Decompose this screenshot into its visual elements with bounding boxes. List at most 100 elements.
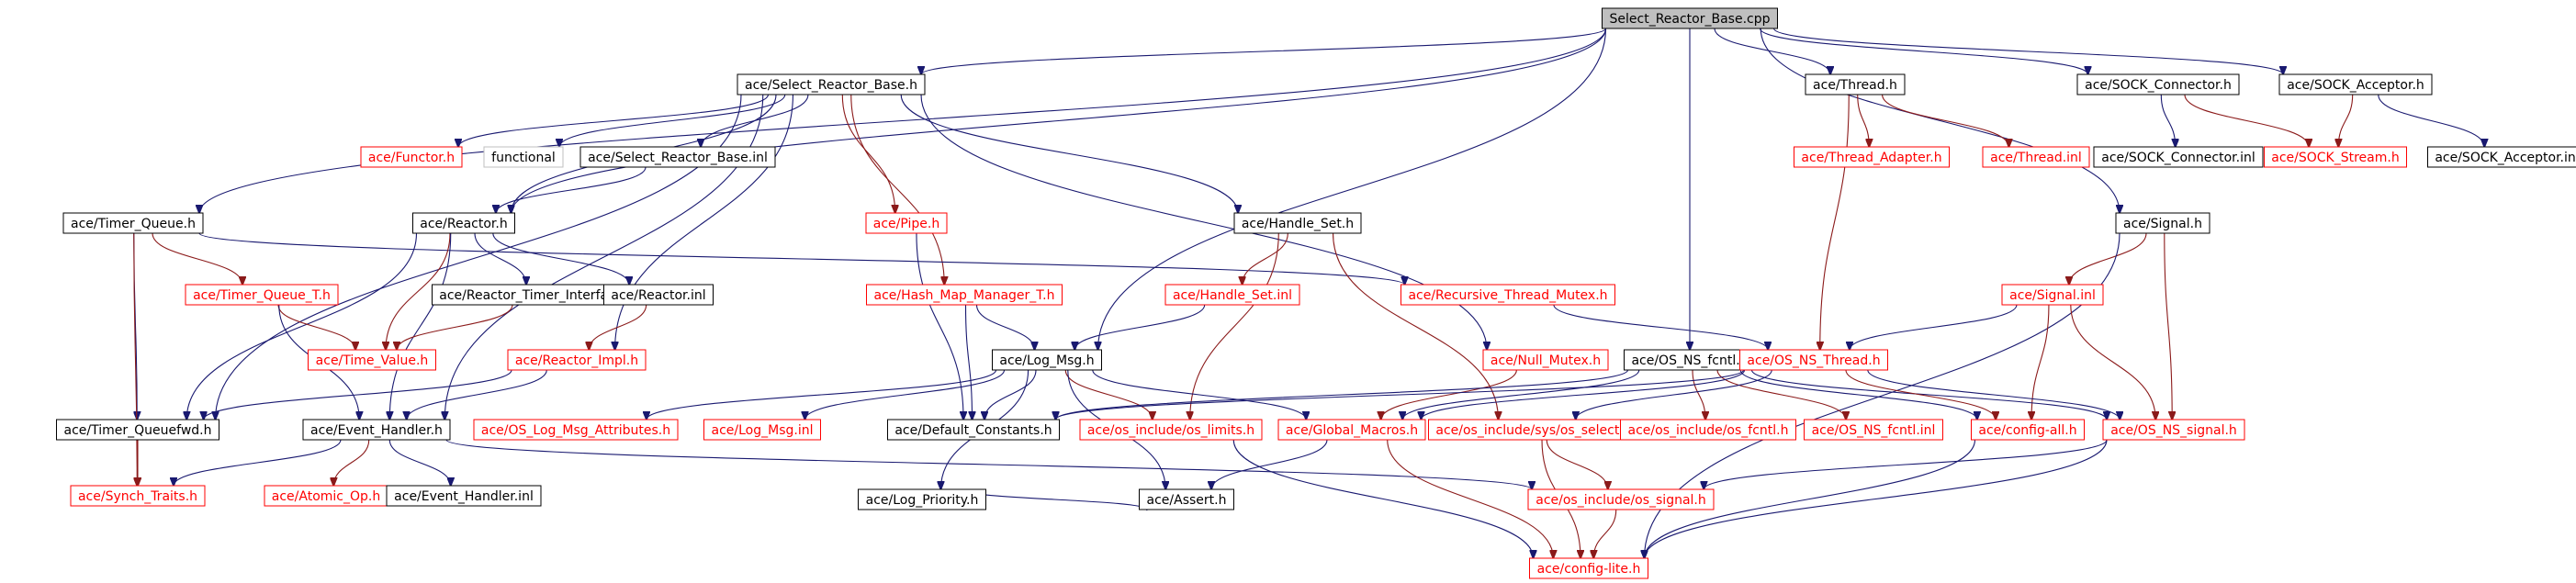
node-timer-queue-t-h[interactable]: ace/Timer_Queue_T.h <box>185 284 339 306</box>
node-label: ace/Default_Constants.h <box>894 423 1052 438</box>
node-root[interactable]: Select_Reactor_Base.cpp <box>1602 7 1778 29</box>
edge-os-ns-thread-h-to-os-select-h <box>1576 369 1772 420</box>
node-box <box>1971 419 2085 441</box>
node-label: ace/os_include/sys/os_select.h <box>1435 423 1631 438</box>
node-null-mutex-h[interactable]: ace/Null_Mutex.h <box>1482 349 1609 371</box>
node-box <box>483 146 564 168</box>
node-label: ace/os_include/os_signal.h <box>1535 493 1706 508</box>
node-box <box>473 419 679 441</box>
edge-event-handler-h-to-event-handler-inl <box>388 439 451 486</box>
node-label: ace/OS_NS_Thread.h <box>1747 353 1880 368</box>
node-event-handler-h[interactable]: ace/Event_Handler.h <box>302 419 451 441</box>
node-label: ace/OS_NS_fcntl.inl <box>1812 423 1936 438</box>
edge-os-signal-h-to-config-lite-h <box>1593 509 1617 558</box>
node-thread-h[interactable]: ace/Thread.h <box>1805 73 1906 95</box>
node-signal-h[interactable]: ace/Signal.h <box>2115 212 2210 234</box>
node-os-select-h[interactable]: ace/os_include/sys/os_select.h <box>1428 419 1639 441</box>
node-box <box>1739 349 1888 371</box>
edge-handle-set-inl-to-log-msg-h <box>1074 304 1206 350</box>
node-log-priority-h[interactable]: ace/Log_Priority.h <box>858 488 986 510</box>
node-box <box>603 284 714 306</box>
node-event-handler-inl[interactable]: ace/Event_Handler.inl <box>386 485 542 507</box>
node-os-ns-thread-h[interactable]: ace/OS_NS_Thread.h <box>1739 349 1888 371</box>
edge-log-msg-h-to-default-constants-h <box>984 369 1037 420</box>
edge-signal-inl-to-config-all-h <box>2031 304 2050 420</box>
edge-os-ns-fcntl-h-to-os-fcntl-h <box>1692 369 1705 420</box>
node-os-ns-fcntl-h[interactable]: ace/OS_NS_fcntl.h <box>1624 349 1756 371</box>
node-label: ace/Handle_Set.h <box>1242 217 1354 231</box>
node-label: ace/Recursive_Thread_Mutex.h <box>1408 288 1607 303</box>
node-label: ace/Select_Reactor_Base.inl <box>588 151 768 165</box>
node-srb-h[interactable]: ace/Select_Reactor_Base.h <box>737 73 926 95</box>
node-label: ace/Thread.h <box>1813 78 1897 93</box>
node-timer-queuefwd-h[interactable]: ace/Timer_Queuefwd.h <box>56 419 219 441</box>
node-config-lite-h[interactable]: ace/config-lite.h <box>1529 557 1648 579</box>
edge-sock-acc-h-to-sock-stream-h <box>2338 94 2354 147</box>
node-box <box>308 349 436 371</box>
node-log-msg-inl[interactable]: ace/Log_Msg.inl <box>703 419 821 441</box>
edge-sock-conn-h-to-sock-stream-h <box>2184 94 2309 147</box>
node-signal-inl[interactable]: ace/Signal.inl <box>2001 284 2104 306</box>
node-rec-mutex-h[interactable]: ace/Recursive_Thread_Mutex.h <box>1400 284 1615 306</box>
edge-os-select-h-to-os-signal-h <box>1546 439 1608 489</box>
edge-reactor-h-to-reactor-inl <box>492 232 629 285</box>
edge-root-to-sock-acc-h <box>1772 28 2284 74</box>
edge-sock-acc-h-to-sock-acc-inl <box>2378 94 2485 147</box>
node-default-constants-h[interactable]: ace/Default_Constants.h <box>887 419 1060 441</box>
node-os-ns-signal-h[interactable]: ace/OS_NS_signal.h <box>2102 419 2245 441</box>
node-config-all-h[interactable]: ace/config-all.h <box>1971 419 2085 441</box>
node-sock-conn-inl[interactable]: ace/SOCK_Connector.inl <box>2093 146 2264 168</box>
edge-reactor-h-to-reactor-timer-if-h <box>474 232 526 285</box>
edge-srb-h-to-pipe-h <box>841 94 894 213</box>
node-sock-stream-h[interactable]: ace/SOCK_Stream.h <box>2264 146 2407 168</box>
node-label: ace/Synch_Traits.h <box>78 489 197 504</box>
edge-signal-inl-to-os-ns-signal-h <box>2070 304 2155 420</box>
node-os-ns-fcntl-inl[interactable]: ace/OS_NS_fcntl.inl <box>1804 419 1943 441</box>
node-reactor-timer-if-h[interactable]: ace/Reactor_Timer_Interface.h <box>432 284 643 306</box>
edge-event-handler-h-to-os-signal-h <box>445 439 1532 489</box>
node-synch-traits-h[interactable]: ace/Synch_Traits.h <box>70 485 206 507</box>
node-label: ace/Thread.inl <box>1990 151 2082 165</box>
edge-signal-h-to-os-ns-signal-h <box>2164 232 2172 420</box>
edge-os-ns-fcntl-h-to-global-macros-h <box>1402 369 1640 420</box>
node-srb-inl[interactable]: ace/Select_Reactor_Base.inl <box>579 146 776 168</box>
edge-event-handler-h-to-atomic-op-h <box>333 439 370 486</box>
node-time-value-h[interactable]: ace/Time_Value.h <box>308 349 436 371</box>
node-reactor-impl-h[interactable]: ace/Reactor_Impl.h <box>507 349 647 371</box>
node-reactor-h[interactable]: ace/Reactor.h <box>412 212 515 234</box>
edge-hash-map-h-to-default-constants-h <box>964 304 973 420</box>
node-box <box>1602 7 1778 29</box>
node-hash-map-h[interactable]: ace/Hash_Map_Manager_T.h <box>866 284 1063 306</box>
node-sock-acc-inl[interactable]: ace/SOCK_Acceptor.inl <box>2427 146 2576 168</box>
node-sock-conn-h[interactable]: ace/SOCK_Connector.h <box>2076 73 2240 95</box>
node-label: ace/Assert.h <box>1147 493 1227 508</box>
node-box <box>2278 73 2433 95</box>
node-box <box>1527 488 1715 510</box>
node-timer-queue-h[interactable]: ace/Timer_Queue.h <box>62 212 204 234</box>
node-functor-h[interactable]: ace/Functor.h <box>360 146 463 168</box>
node-box <box>56 419 219 441</box>
node-box <box>2427 146 2576 168</box>
node-box <box>1529 557 1648 579</box>
node-os-log-msg-attr-h[interactable]: ace/OS_Log_Msg_Attributes.h <box>473 419 679 441</box>
node-os-limits-h[interactable]: ace/os_include/os_limits.h <box>1079 419 1263 441</box>
node-atomic-op-h[interactable]: ace/Atomic_Op.h <box>264 485 388 507</box>
node-thread-inl[interactable]: ace/Thread.inl <box>1982 146 2090 168</box>
node-pipe-h[interactable]: ace/Pipe.h <box>865 212 948 234</box>
node-handle-set-h[interactable]: ace/Handle_Set.h <box>1233 212 1362 234</box>
edge-os-ns-thread-h-to-global-macros-h <box>1421 369 1746 420</box>
node-os-signal-h[interactable]: ace/os_include/os_signal.h <box>1527 488 1715 510</box>
node-global-macros-h[interactable]: ace/Global_Macros.h <box>1277 419 1426 441</box>
edge-root-to-srb-h <box>921 28 1607 74</box>
node-assert-h[interactable]: ace/Assert.h <box>1139 488 1234 510</box>
node-os-fcntl-h[interactable]: ace/os_include/os_fcntl.h <box>1620 419 1796 441</box>
node-log-msg-h[interactable]: ace/Log_Msg.h <box>992 349 1102 371</box>
edge-sock-conn-h-to-sock-conn-inl <box>2160 94 2175 147</box>
edge-srb-h-to-handle-set-h <box>900 94 1238 213</box>
node-handle-set-inl[interactable]: ace/Handle_Set.inl <box>1164 284 1300 306</box>
node-thread-adapter-h[interactable]: ace/Thread_Adapter.h <box>1794 146 1950 168</box>
node-box <box>507 349 647 371</box>
edge-log-msg-h-to-log-msg-inl <box>805 369 1006 420</box>
node-reactor-inl[interactable]: ace/Reactor.inl <box>603 284 714 306</box>
node-sock-acc-h[interactable]: ace/SOCK_Acceptor.h <box>2278 73 2433 95</box>
